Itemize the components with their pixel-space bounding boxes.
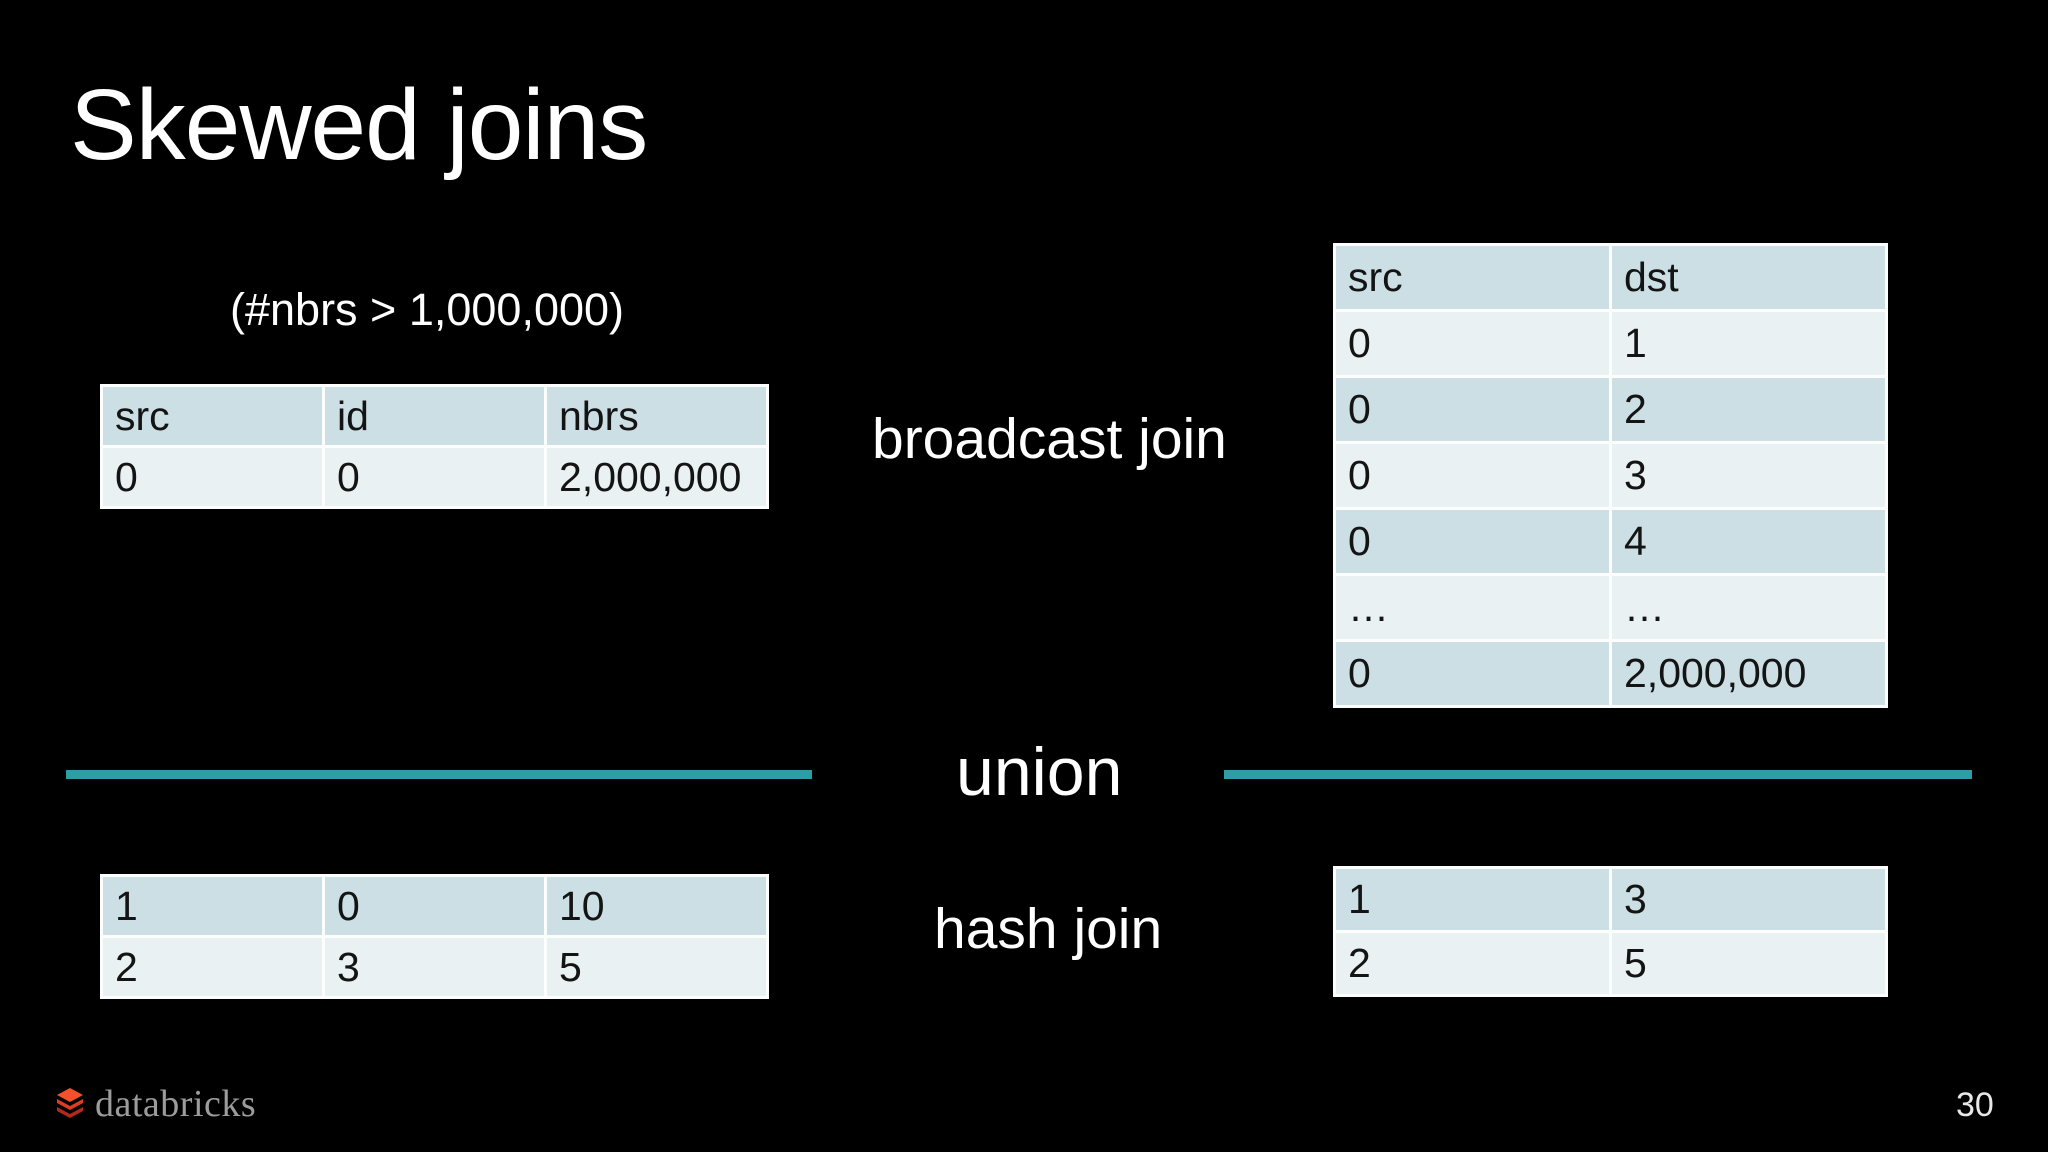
table-cell: 2,000,000 bbox=[1612, 642, 1885, 705]
table-cell: 2,000,000 bbox=[547, 448, 766, 506]
table-cell: 0 bbox=[325, 448, 544, 506]
table-cell: 0 bbox=[1336, 642, 1609, 705]
nbrs-condition-caption: (#nbrs > 1,000,000) bbox=[230, 284, 625, 335]
table-cell: 10 bbox=[547, 877, 766, 935]
table-cell: 0 bbox=[325, 877, 544, 935]
table-cell: 0 bbox=[1336, 444, 1609, 507]
table-cell: 5 bbox=[547, 938, 766, 996]
table-cell: 0 bbox=[103, 448, 322, 506]
broadcast-join-label: broadcast join bbox=[872, 407, 1227, 471]
table-cell: 2 bbox=[103, 938, 322, 996]
union-divider-line-right bbox=[1224, 770, 1972, 779]
table-cell: … bbox=[1612, 576, 1885, 639]
table-cell: 2 bbox=[1612, 378, 1885, 441]
table-cell: … bbox=[1336, 576, 1609, 639]
table-cell: 4 bbox=[1612, 510, 1885, 573]
table-cell: 2 bbox=[1336, 933, 1609, 994]
union-divider-line-left bbox=[66, 770, 812, 779]
hash-join-label: hash join bbox=[934, 897, 1163, 961]
table-cell: 1 bbox=[103, 877, 322, 935]
page-number: 30 bbox=[1956, 1086, 1994, 1124]
table-header-cell: src bbox=[103, 387, 322, 445]
table-cell: 1 bbox=[1336, 869, 1609, 930]
table-cell: 0 bbox=[1336, 312, 1609, 375]
databricks-wordmark: databricks bbox=[95, 1083, 257, 1125]
table-cell: 0 bbox=[1336, 378, 1609, 441]
table-cell: 3 bbox=[1612, 869, 1885, 930]
union-label: union bbox=[956, 734, 1123, 810]
table-cell: 3 bbox=[1612, 444, 1885, 507]
table-cell: 3 bbox=[325, 938, 544, 996]
databricks-logo: databricks bbox=[52, 1082, 256, 1126]
table-header-cell: id bbox=[325, 387, 544, 445]
table-header-cell: src bbox=[1336, 246, 1609, 309]
databricks-bricks-icon bbox=[57, 1088, 83, 1118]
table-header-cell: nbrs bbox=[547, 387, 766, 445]
slide-title: Skewed joins bbox=[70, 69, 648, 181]
table-cell: 0 bbox=[1336, 510, 1609, 573]
table-cell: 5 bbox=[1612, 933, 1885, 994]
table-cell: 1 bbox=[1612, 312, 1885, 375]
table-header-cell: dst bbox=[1612, 246, 1885, 309]
